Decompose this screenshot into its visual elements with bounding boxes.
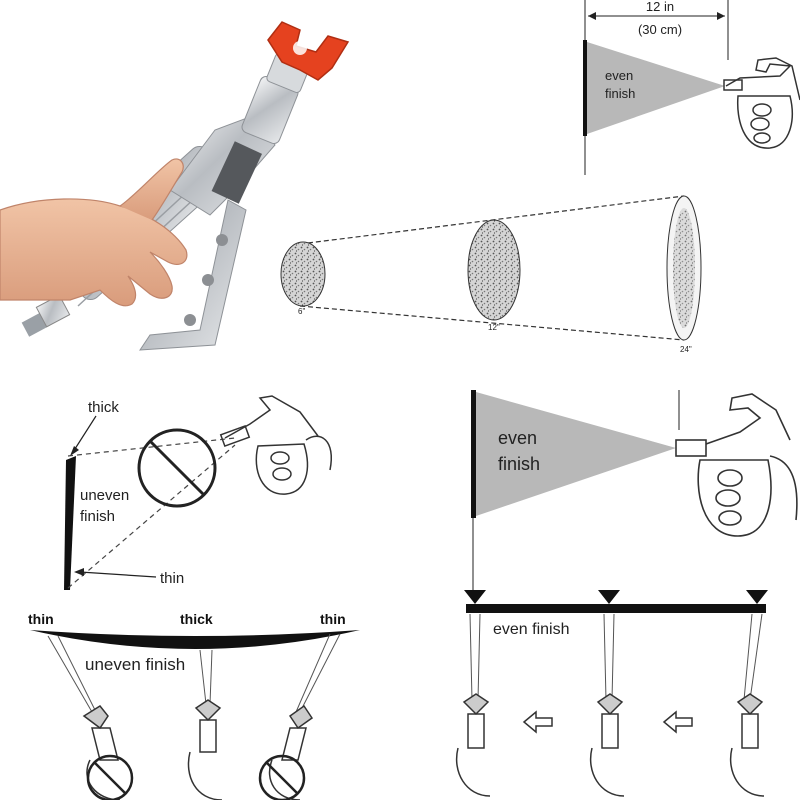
hose-fitting-illustration xyxy=(21,294,71,337)
arc-spray-lines xyxy=(47,633,341,713)
even-paint-band xyxy=(466,604,766,613)
even-fan-diagram: even finish xyxy=(471,390,798,596)
fan-label-second-line: finish xyxy=(605,86,635,101)
straight-stroke-diagram: even finish xyxy=(455,590,768,797)
arc-thin-right-label: thin xyxy=(320,611,346,627)
pattern-12-inch xyxy=(467,219,521,321)
hand-illustration xyxy=(0,158,188,307)
spray-gun-sketch-icon xyxy=(723,57,800,149)
fan-top-edge xyxy=(67,437,236,457)
even-spray-lines xyxy=(469,613,763,701)
thick-pointer-arrow-icon xyxy=(70,446,79,456)
distance-label-metric: (30 cm) xyxy=(638,22,682,37)
even-fan-label-second-line: finish xyxy=(498,454,540,474)
uneven-paint-wedge xyxy=(64,456,76,590)
gun-barrel-illustration xyxy=(169,53,310,216)
cone-bottom-edge xyxy=(299,305,685,341)
angle-diagram: thick uneven finish thin xyxy=(64,395,332,590)
even-gun-sketch-icon xyxy=(675,393,798,537)
arc-uneven-finish-label: uneven finish xyxy=(85,655,185,674)
dimension-arrow-right-icon xyxy=(717,12,725,20)
trigger-guard-illustration xyxy=(139,199,247,351)
size-label-12: 12" xyxy=(488,323,500,332)
arc-thin-left-label: thin xyxy=(28,611,54,627)
marker-right-icon xyxy=(746,590,768,604)
spray-gun-photo xyxy=(0,21,350,351)
distance-label: 12 in xyxy=(646,0,674,14)
dimension-arrow-left-icon xyxy=(588,12,596,20)
arc-prohibited-right-icon xyxy=(258,754,306,800)
wall-surface xyxy=(583,40,587,136)
spray-pattern-diagram: 6" 12" 24" xyxy=(280,195,702,354)
thin-label: thin xyxy=(160,570,184,587)
size-label-6: 6" xyxy=(298,307,305,316)
arc-prohibited-left-icon xyxy=(86,754,134,800)
even-gun-1-icon xyxy=(455,693,491,797)
fan-bottom-edge xyxy=(67,444,236,589)
size-label-24: 24" xyxy=(680,345,692,354)
distance-diagram: 12 in (30 cm) even finish xyxy=(583,0,800,175)
arc-gun-center-icon xyxy=(187,699,223,800)
pattern-24-inch-fill xyxy=(673,208,695,328)
thick-pointer xyxy=(72,415,97,453)
direction-arrow-left-icon xyxy=(522,710,553,734)
uneven-label: uneven xyxy=(80,487,129,504)
even-gun-2-icon xyxy=(589,693,625,797)
direction-arrow-right-icon xyxy=(662,710,693,734)
even-gun-3-icon xyxy=(729,693,765,797)
arc-paint-band xyxy=(30,630,360,649)
arc-stroke-diagram: thin thick thin uneven finish xyxy=(28,611,360,800)
even-finish-label: even finish xyxy=(493,621,570,638)
spray-fan xyxy=(587,42,725,134)
thin-pointer xyxy=(79,571,157,578)
thin-pointer-arrow-icon xyxy=(74,568,84,576)
marker-center-icon xyxy=(598,590,620,604)
thick-label: thick xyxy=(88,399,119,416)
even-wall-surface xyxy=(471,390,476,518)
even-spray-fan xyxy=(476,392,676,516)
arc-thick-label: thick xyxy=(180,611,213,627)
prohibited-icon xyxy=(137,428,217,508)
marker-left-icon xyxy=(464,590,486,604)
uneven-label-second-line: finish xyxy=(80,508,115,525)
red-tip-guard-illustration xyxy=(267,21,350,81)
fan-label: even xyxy=(605,68,633,83)
even-fan-label: even xyxy=(498,428,537,448)
tilted-gun-sketch-icon xyxy=(219,395,332,495)
pattern-6-inch xyxy=(280,241,326,307)
